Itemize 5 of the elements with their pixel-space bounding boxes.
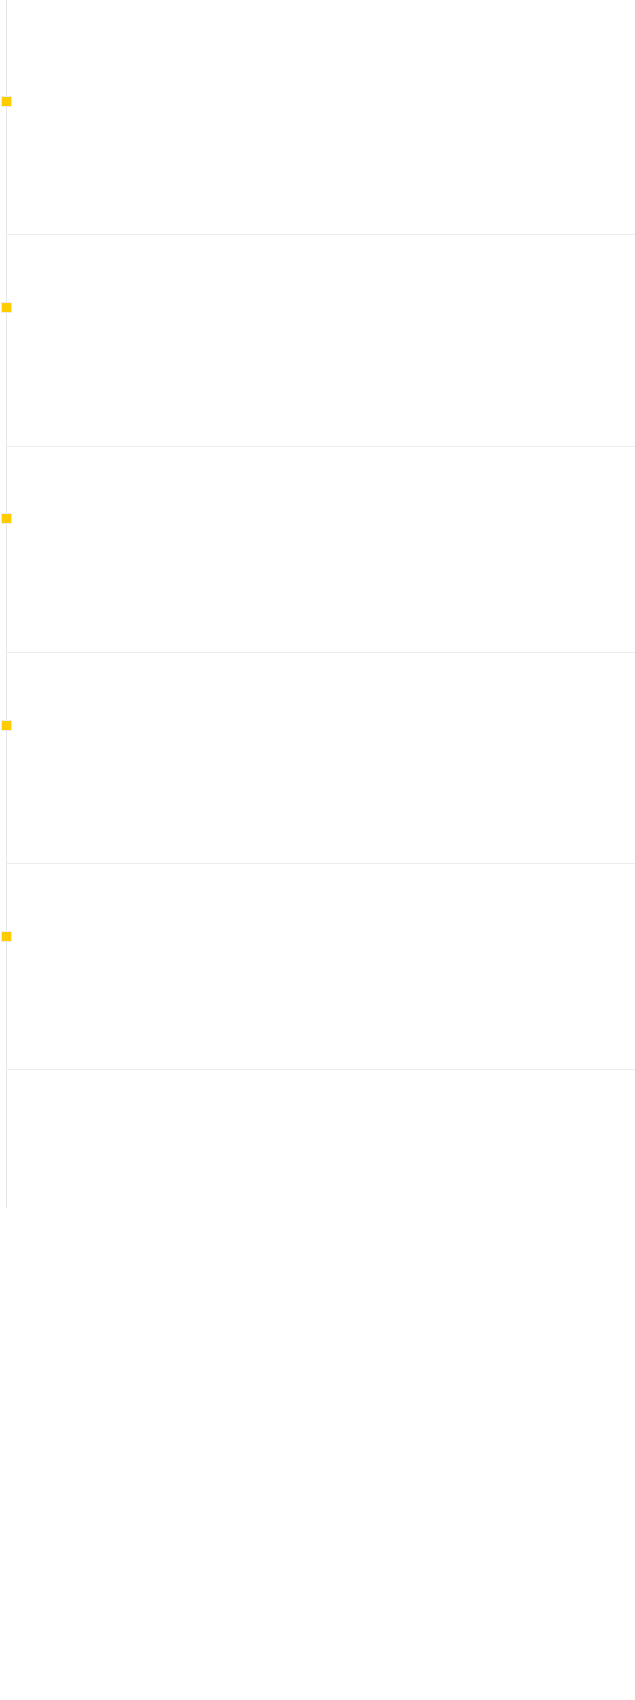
- timeline-marker: [1, 96, 12, 107]
- timeline-marker: [1, 302, 12, 313]
- timeline-marker: [1, 513, 12, 524]
- timeline-marker: [1, 720, 12, 731]
- timeline-marker: [1, 931, 12, 942]
